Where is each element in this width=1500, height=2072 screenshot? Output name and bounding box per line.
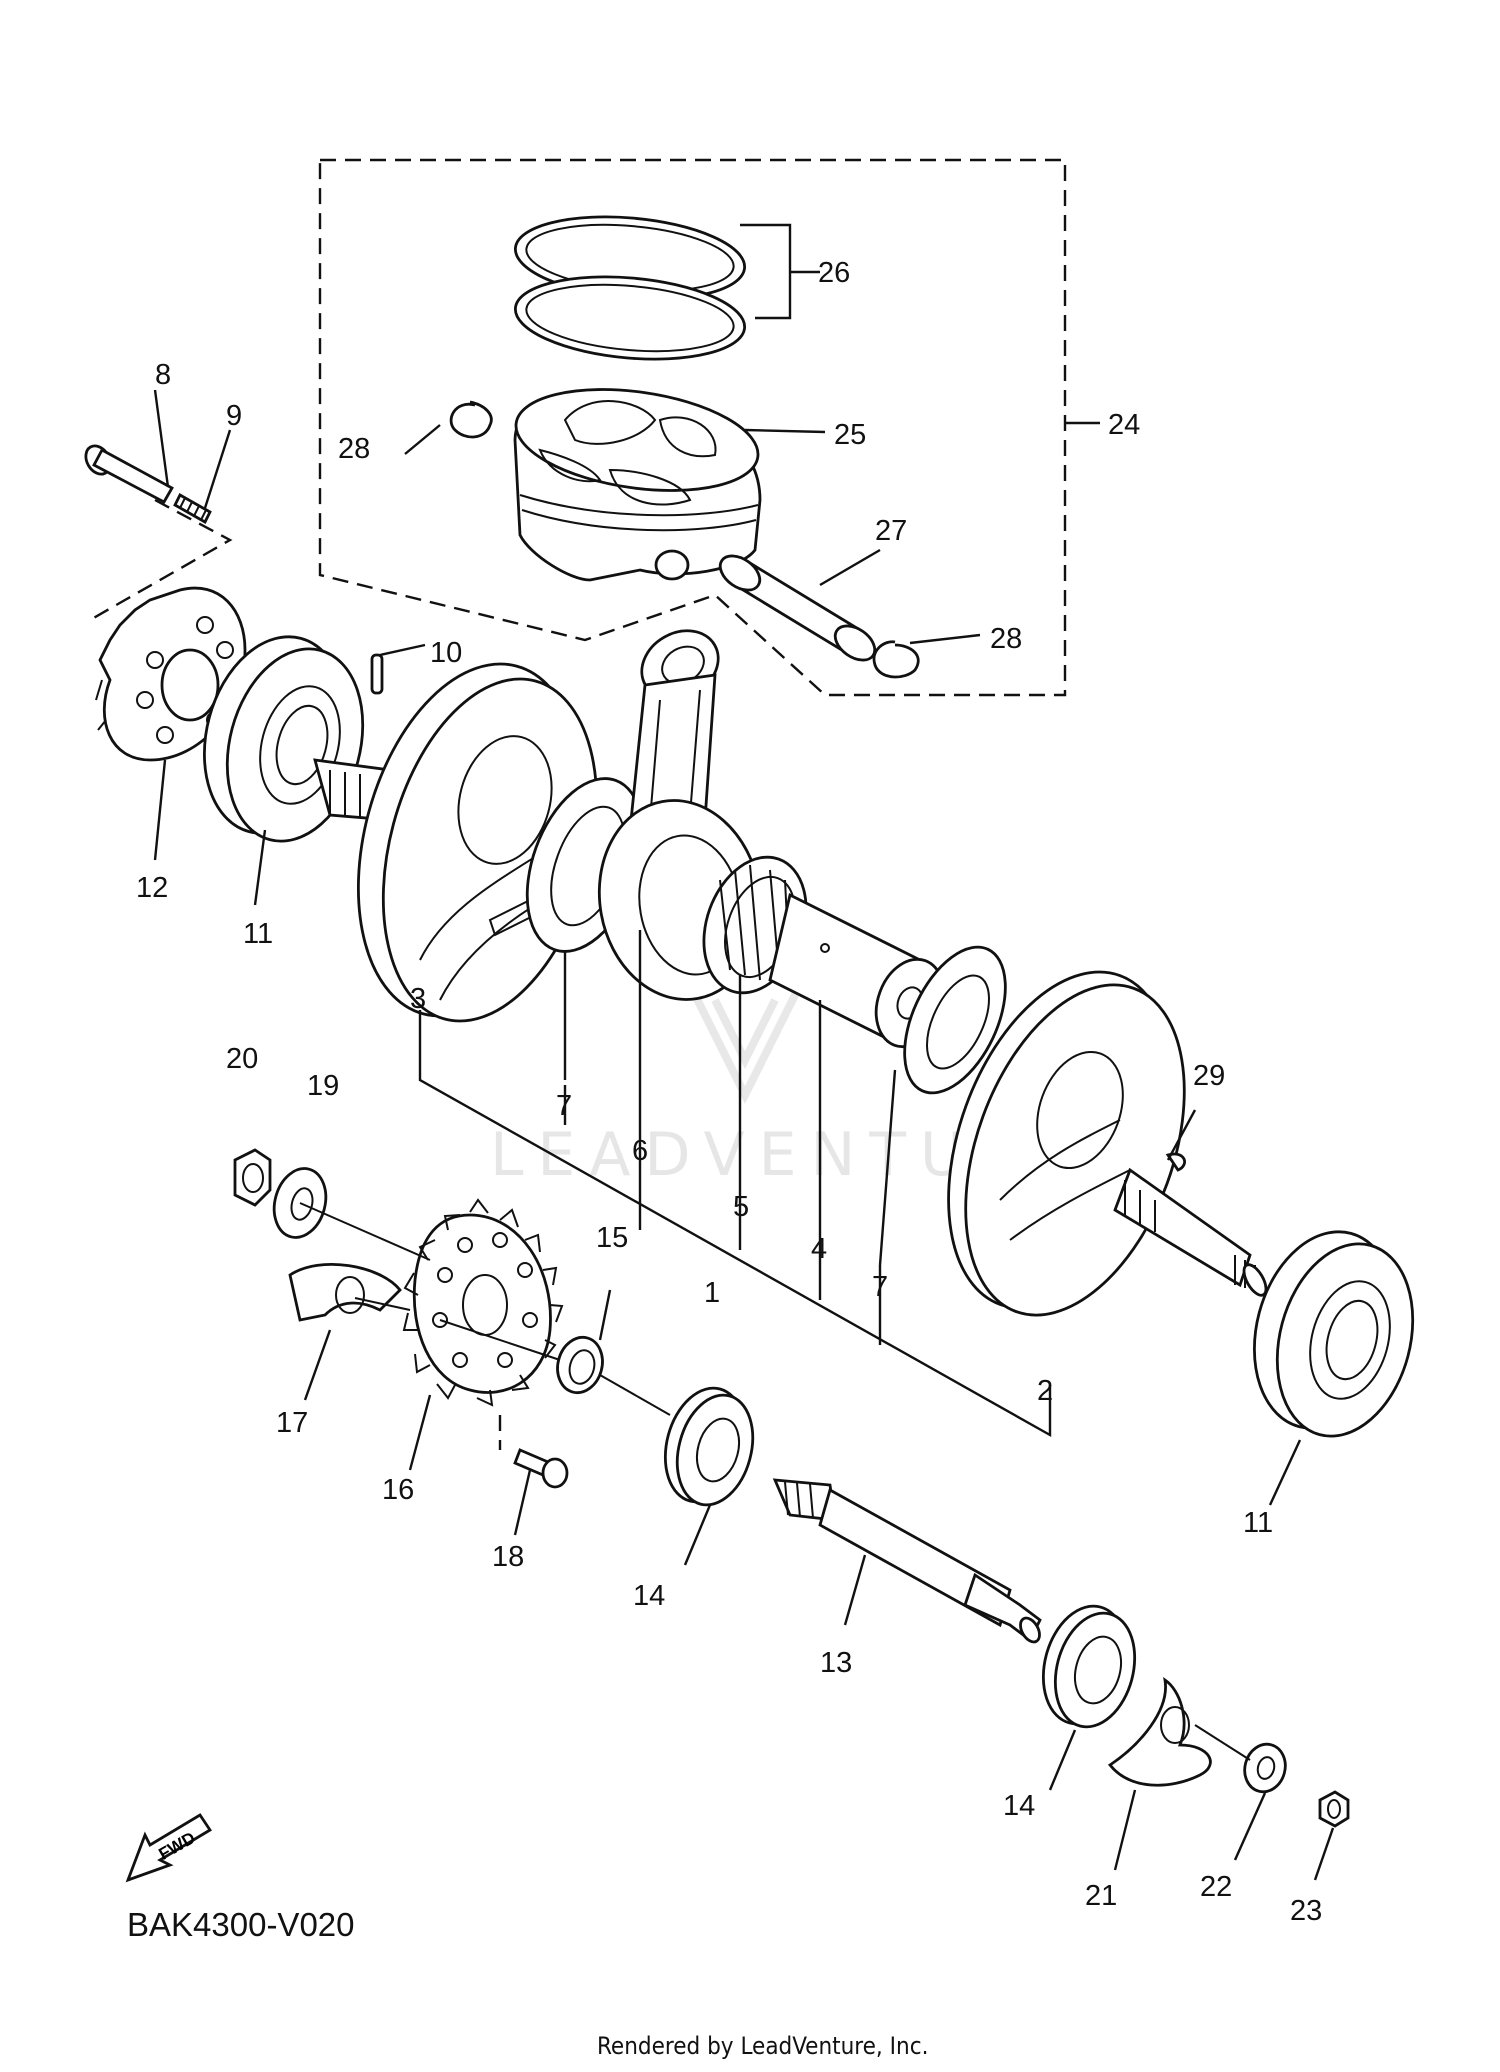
bolt-8: [84, 444, 174, 504]
piston: [513, 388, 762, 582]
callout-21: 21: [1085, 1880, 1117, 1912]
crank-web-right: [947, 970, 1268, 1317]
bearing-right: [1253, 1230, 1415, 1438]
callout-25: 25: [834, 419, 866, 451]
spring-9: [173, 493, 212, 524]
balancer-weight-21: [1107, 1677, 1212, 1787]
callout-9: 9: [226, 400, 242, 432]
balancer-weight-17: [288, 1263, 402, 1322]
dowel-pin-10: [370, 653, 384, 695]
callout-15: 15: [596, 1222, 628, 1254]
callout-6: 6: [632, 1135, 648, 1167]
collar-15: [556, 1335, 604, 1395]
circlip-upper: [449, 400, 493, 439]
callout-8: 8: [155, 359, 171, 391]
callout-22: 22: [1200, 1871, 1232, 1903]
piston-rings: [513, 215, 820, 361]
callout-11-right: 11: [1243, 1507, 1273, 1539]
diagram-code: BAK4300-V020: [127, 1906, 355, 1943]
crankshaft-assembly-bracket: [418, 1010, 1052, 1438]
balancer-shaft: [772, 1478, 1042, 1644]
fwd-arrow-icon: FWD: [125, 1813, 212, 1883]
leader-lines: [153, 389, 1335, 1881]
screw-18: [513, 1448, 569, 1489]
balancer-drive-gear: [402, 1198, 564, 1407]
callout-14-mid: 14: [633, 1580, 665, 1612]
callout-2: 2: [1037, 1375, 1053, 1407]
callout-3: 3: [410, 983, 426, 1015]
callout-23: 23: [1290, 1895, 1322, 1927]
callout-14-lower: 14: [1003, 1790, 1035, 1822]
callout-labels: 1 2 3 4 5 6 7 7 8 9 10 11 11 12 13 14 14…: [136, 257, 1322, 1927]
callout-1: 1: [704, 1277, 720, 1309]
assembly-guide-lines: [299, 1202, 1251, 1761]
bearing-mid: [663, 1386, 755, 1507]
washer-22: [1243, 1742, 1287, 1794]
callout-24: 24: [1108, 409, 1140, 441]
callout-10: 10: [430, 637, 462, 669]
nut-23: [1318, 1790, 1350, 1828]
piston-kit-boundary: [318, 158, 1067, 697]
callout-12: 12: [136, 872, 168, 904]
piston-pin: [718, 554, 877, 662]
callout-13: 13: [820, 1647, 852, 1679]
callout-26: 26: [818, 257, 850, 289]
callout-29: 29: [1193, 1060, 1225, 1092]
callout-18: 18: [492, 1541, 524, 1573]
callout-17: 17: [276, 1407, 308, 1439]
nut-20: [233, 1148, 272, 1207]
callout-7-left: 7: [556, 1090, 572, 1122]
callout-4: 4: [811, 1233, 827, 1265]
woodruff-key: [1165, 1152, 1186, 1172]
callout-16: 16: [382, 1474, 414, 1506]
circlip-lower: [872, 640, 920, 679]
callout-20: 20: [226, 1043, 258, 1075]
callout-19: 19: [307, 1070, 339, 1102]
callout-5: 5: [733, 1191, 749, 1223]
bearing-lower-right: [1041, 1604, 1137, 1729]
thrust-washer-right: [903, 945, 1007, 1095]
bolt-guide-line: [89, 498, 233, 622]
callout-28-upper: 28: [338, 433, 370, 465]
callout-28-lower: 28: [990, 623, 1022, 655]
callout-11-left: 11: [243, 918, 273, 950]
footer-rendered-by: Rendered by LeadVenture, Inc.: [597, 2032, 928, 2060]
callout-7-right: 7: [872, 1271, 888, 1303]
callout-27: 27: [875, 515, 907, 547]
